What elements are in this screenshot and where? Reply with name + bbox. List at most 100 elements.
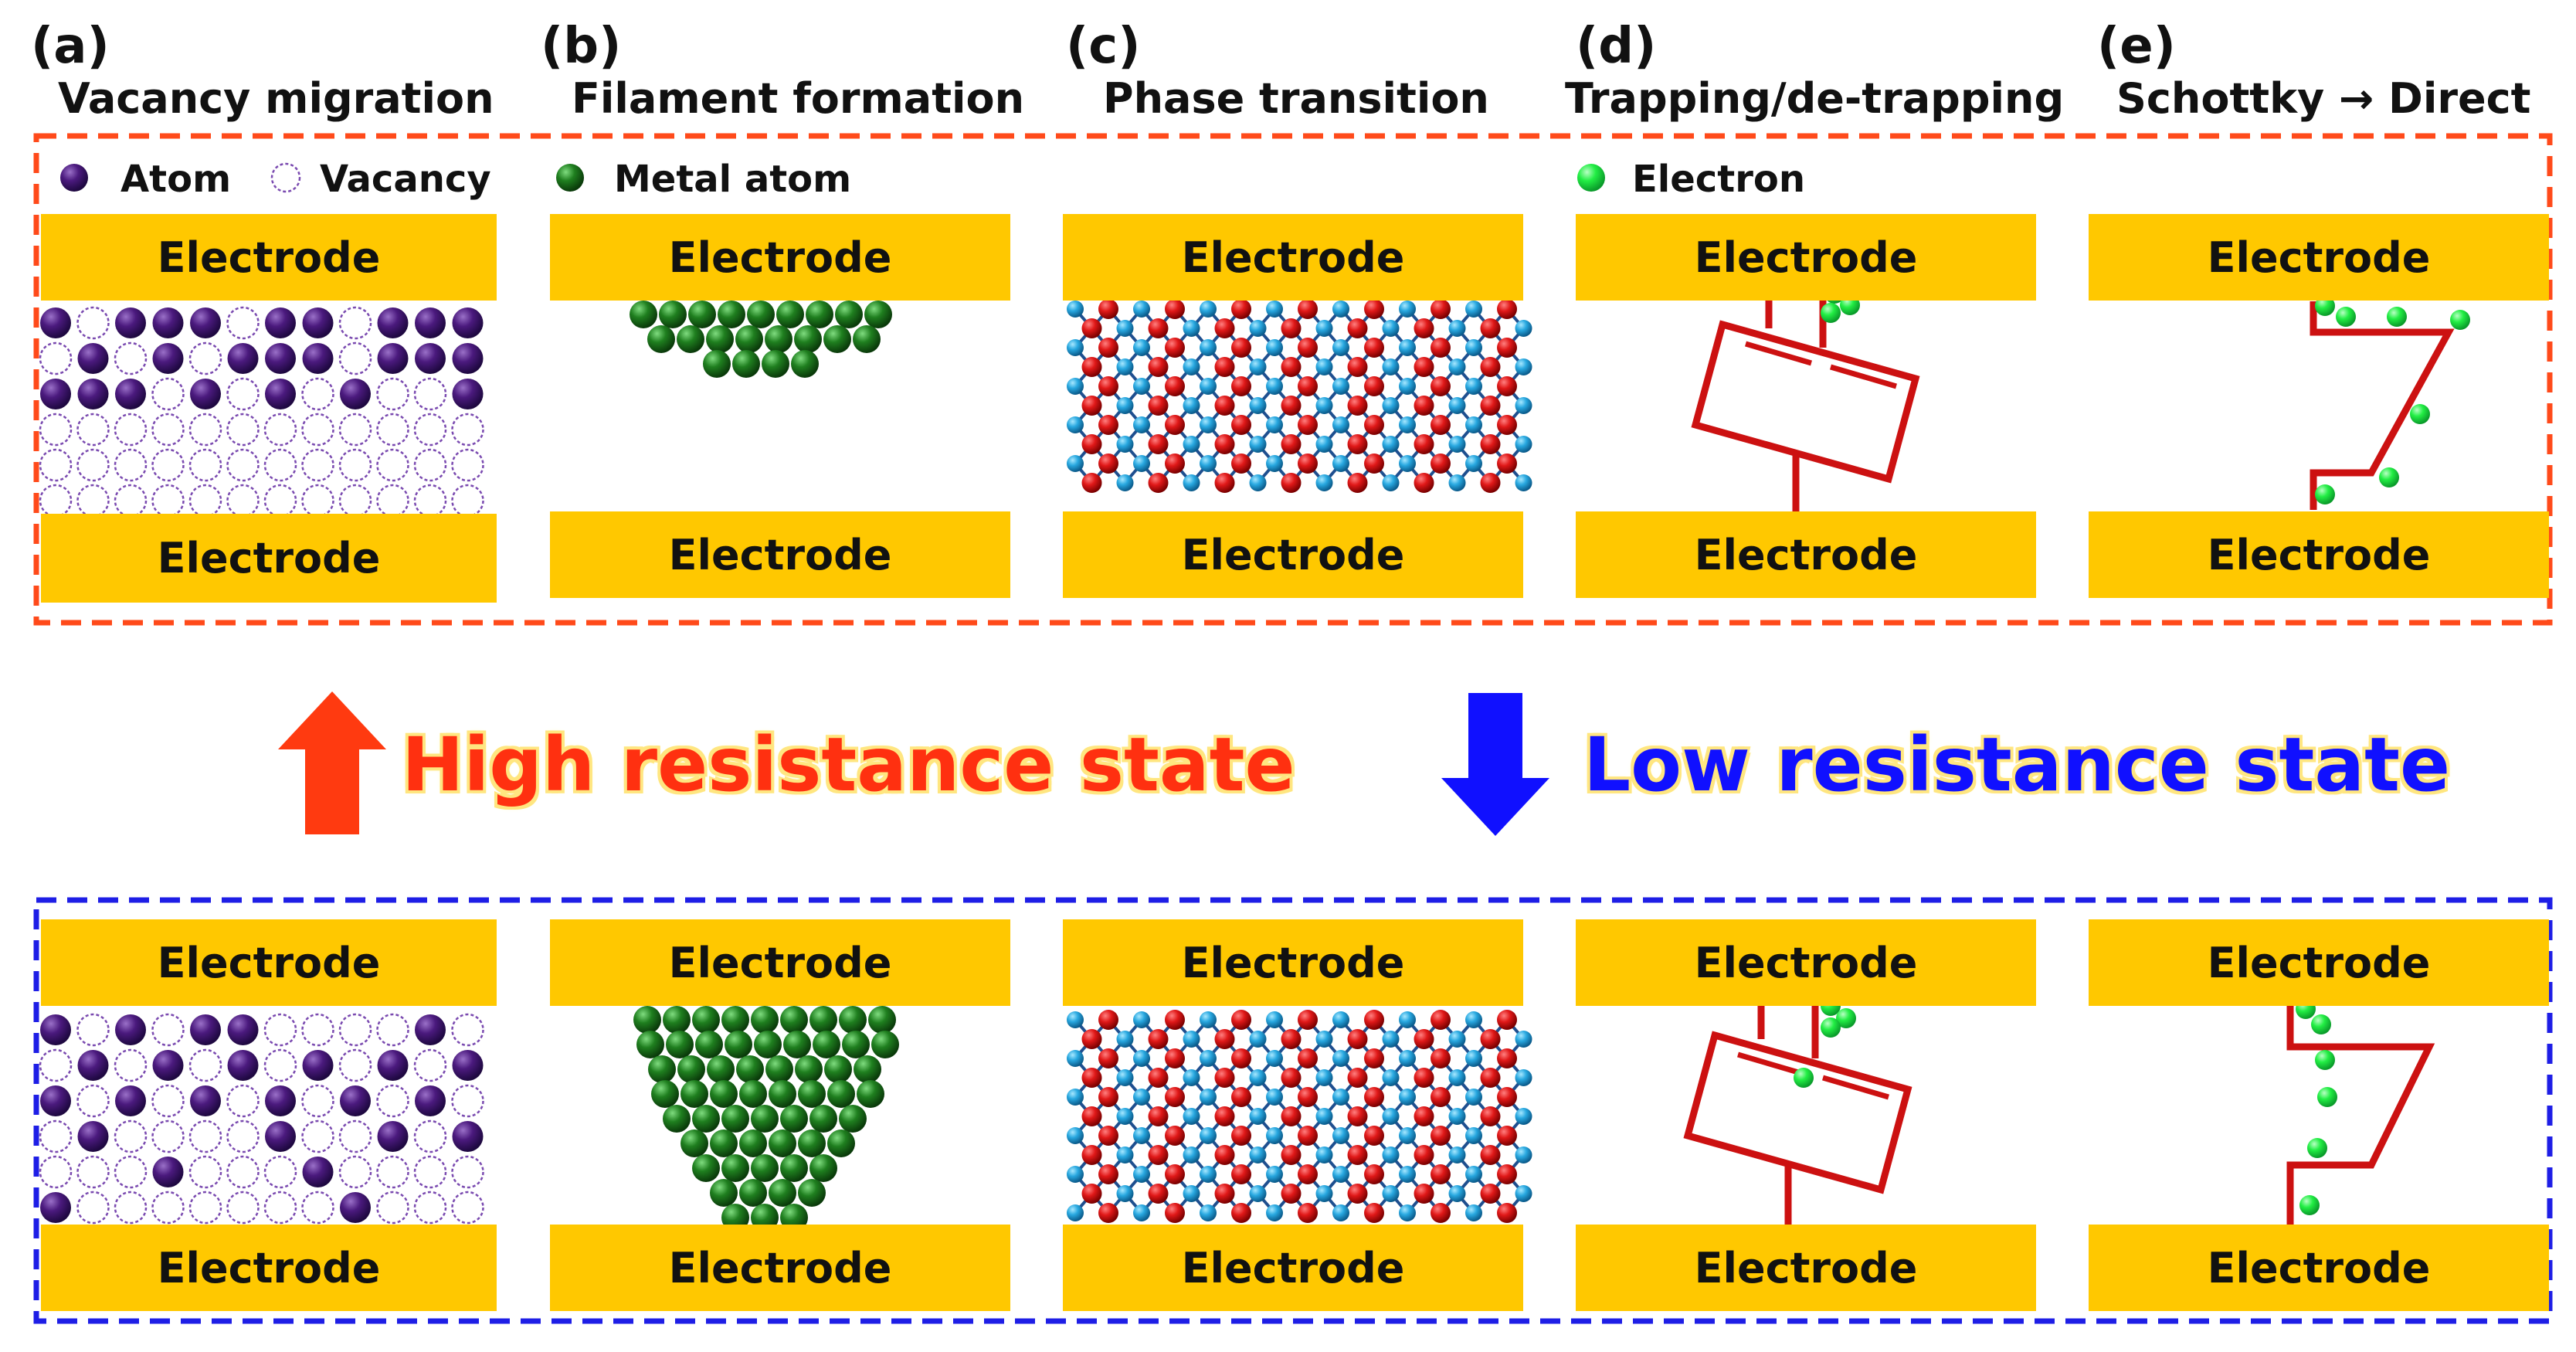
blue-atom xyxy=(1382,436,1400,453)
blue-atom xyxy=(1448,1031,1466,1048)
low-resistance-panels xyxy=(39,950,2435,1281)
legend-metal-atom-label: Metal atom xyxy=(614,158,852,201)
blue-atom xyxy=(1382,1146,1400,1163)
atom xyxy=(40,1085,71,1116)
blue-atom xyxy=(1133,1050,1150,1067)
vacancy-marker xyxy=(76,1191,110,1225)
legend-vacancy-label: Vacancy xyxy=(320,158,491,201)
atom xyxy=(302,1157,334,1187)
metal-atom xyxy=(762,350,789,378)
vacancy-marker xyxy=(413,1155,447,1189)
vacancy-marker xyxy=(338,1013,372,1047)
blue-atom xyxy=(1382,1185,1400,1202)
atom xyxy=(115,379,146,409)
blue-atom xyxy=(1382,320,1400,337)
red-atom xyxy=(1364,299,1384,319)
blue-atom xyxy=(1133,1204,1150,1221)
red-atom xyxy=(1497,1048,1517,1068)
metal-atom xyxy=(666,1031,694,1058)
atom xyxy=(40,1192,71,1223)
metal-atom xyxy=(751,1006,779,1034)
electron xyxy=(2307,1138,2327,1158)
electron xyxy=(2315,484,2335,504)
atom xyxy=(415,307,446,338)
blue-atom xyxy=(1200,1204,1217,1221)
vacancy-marker xyxy=(338,1048,372,1082)
blue-atom xyxy=(1133,1166,1150,1183)
vacancy-marker xyxy=(76,1084,110,1118)
red-atom xyxy=(1364,415,1384,435)
electrode-top-c-hrs: Electrode xyxy=(1063,214,1523,301)
high-state-box xyxy=(33,133,2553,626)
blue-atom xyxy=(1249,436,1267,453)
band-line xyxy=(2310,301,2455,510)
vacancy-marker xyxy=(301,448,334,482)
blue-atom xyxy=(1116,1069,1134,1086)
metal-atom xyxy=(692,1105,720,1133)
vacancy-marker xyxy=(188,484,222,518)
blue-atom xyxy=(1382,397,1400,414)
blue-atom xyxy=(1315,1031,1333,1048)
metal-atom xyxy=(769,1179,796,1207)
red-atom xyxy=(1414,318,1434,338)
blue-atom xyxy=(1183,320,1200,337)
metal-atom xyxy=(747,301,775,328)
high-resistance-panels xyxy=(39,239,2470,518)
blue-atom xyxy=(1200,455,1217,472)
red-atom xyxy=(1497,1010,1517,1030)
metal-atom xyxy=(710,1179,738,1207)
vacancy-marker xyxy=(451,1155,484,1189)
vacancy-marker xyxy=(413,413,447,447)
red-atom xyxy=(1214,396,1235,416)
blue-atom xyxy=(1183,397,1200,414)
blue-atom xyxy=(1116,1146,1134,1163)
metal-atom xyxy=(718,301,745,328)
metal-atom xyxy=(680,1080,708,1108)
red-atom xyxy=(1298,1164,1318,1184)
metal-atom xyxy=(809,1154,837,1182)
red-atom xyxy=(1364,1010,1384,1030)
metal-atom xyxy=(780,1105,808,1133)
red-atom xyxy=(1098,1164,1118,1184)
vacancy-marker xyxy=(151,377,185,411)
red-atom xyxy=(1165,338,1185,358)
metal-atom xyxy=(648,1055,676,1083)
metal-atom xyxy=(751,1154,779,1182)
red-atom xyxy=(1214,1145,1235,1165)
atom xyxy=(377,343,409,374)
electron xyxy=(2299,1195,2320,1215)
metal-atom xyxy=(798,1179,826,1207)
electron xyxy=(2410,404,2430,424)
blue-atom xyxy=(1067,1166,1084,1183)
blue-atom xyxy=(1067,1089,1084,1106)
blue-atom xyxy=(1200,339,1217,356)
panel-title-d: Trapping/de-trapping xyxy=(1565,74,2065,123)
red-atom xyxy=(1148,1029,1169,1049)
red-atom xyxy=(1497,338,1517,358)
vacancy-marker xyxy=(76,1155,110,1189)
red-atom xyxy=(1098,415,1118,435)
metal-atom xyxy=(864,301,892,328)
vacancy-marker xyxy=(413,377,447,411)
metal-atom xyxy=(721,1006,749,1034)
red-atom xyxy=(1148,1068,1169,1088)
vacancy-marker xyxy=(226,1119,260,1153)
metal-atom xyxy=(663,1006,691,1034)
red-atom xyxy=(1148,1145,1169,1165)
blue-atom xyxy=(1515,1185,1532,1202)
metal-atom xyxy=(692,1006,720,1034)
red-atom xyxy=(1497,1203,1517,1223)
red-atom xyxy=(1081,1029,1102,1049)
vacancy-marker xyxy=(301,413,334,447)
electrode-bottom-d-hrs: Electrode xyxy=(1576,511,2036,598)
blue-atom xyxy=(1116,436,1134,453)
vacancy-marker xyxy=(413,1191,447,1225)
metal-atom xyxy=(695,1031,723,1058)
metal-atom xyxy=(783,1031,811,1058)
electrode-top-d-lrs: Electrode xyxy=(1576,919,2036,1006)
red-atom xyxy=(1347,1145,1368,1165)
vacancy-marker xyxy=(39,448,73,482)
red-atom xyxy=(1214,357,1235,377)
blue-atom xyxy=(1448,1146,1466,1163)
